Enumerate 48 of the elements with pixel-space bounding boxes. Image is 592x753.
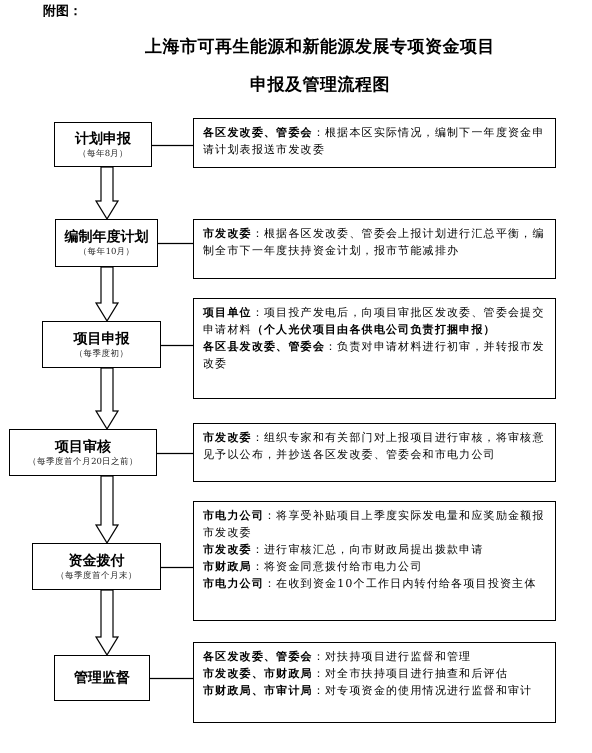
block-arrow: [94, 266, 120, 322]
description-text: 各区县发改委、管委会：负责对申请材料进行初审，并转报市发改委: [203, 339, 546, 372]
description-box: [193, 501, 556, 621]
description-text: 市发改委：进行审核汇总，向市财政局提出拨款申请: [203, 542, 485, 558]
connector-line: [157, 452, 193, 454]
step-title: 项目审核: [55, 438, 111, 456]
step-box: [32, 543, 161, 590]
step-time: （每年10月）: [78, 246, 134, 258]
description-text: 市财政局、市审计局：对专项资金的使用情况进行监督和审计: [203, 683, 534, 699]
description-text: 市电力公司：在收到资金10个工作日内转付给各项目投资主体: [203, 576, 538, 592]
step-time: （每年8月）: [78, 148, 128, 160]
description-box: [193, 642, 556, 723]
connector-line: [161, 566, 193, 568]
description-text: 市发改委：根据各区发改委、管委会上报计划进行汇总平衡，编制全市下一年度扶持资金计划，报市节能减排办: [203, 226, 546, 259]
step-box: [54, 122, 152, 167]
step-title: 计划申报: [75, 130, 131, 148]
step-title: 资金拨付: [68, 552, 124, 570]
description-text: 项目单位：项目投产发电后，向项目审批区发改委、管委会提交申请材料（个人光伏项目由各供电公司负责打捆申报）: [203, 305, 546, 338]
step-box: [55, 219, 158, 267]
step-box: [42, 321, 161, 368]
step-box: [9, 429, 157, 476]
description-box: [193, 298, 556, 399]
step-time: （每季度首个月末）: [56, 570, 137, 582]
description-box: [193, 219, 556, 279]
description-box: [193, 423, 556, 482]
step-title: 编制年度计划: [64, 228, 148, 246]
description-box: [193, 118, 556, 168]
caption-label: 附图：: [43, 3, 82, 20]
connector-line: [161, 344, 193, 346]
title: 上海市可再生能源和新能源发展专项资金项目申报及管理流程图: [144, 36, 496, 97]
block-arrow: [94, 475, 120, 544]
step-box: [54, 655, 150, 701]
block-arrow: [94, 589, 120, 656]
step-time: （每季度首个月20日之前）: [28, 456, 138, 468]
step-title: 管理监督: [74, 669, 130, 687]
connector-line: [152, 144, 193, 146]
step-title: 项目申报: [74, 330, 130, 348]
step-time: （每季度初）: [74, 348, 128, 360]
description-text: 各区发改委、管委会：根据本区实际情况，编制下一年度资金申请计划表报送市发改委: [203, 125, 546, 158]
connector-line: [150, 678, 193, 680]
block-arrow: [94, 367, 120, 430]
connector-line: [158, 242, 193, 244]
description-text: 各区发改委、管委会：对扶持项目进行监督和管理: [203, 649, 472, 665]
description-text: 市发改委、市财政局：对全市扶持项目进行抽查和后评估: [203, 666, 510, 682]
block-arrow: [94, 166, 120, 220]
description-text: 市发改委：组织专家和有关部门对上报项目进行审核，将审核意见予以公布，并抄送各区发改委、管委会和市电力公司: [203, 430, 546, 463]
description-text: 市财政局：将资金同意拨付给市电力公司: [203, 559, 424, 575]
description-text: 市电力公司：将享受补贴项目上季度实际发电量和应奖励金额报市发改委: [203, 508, 546, 541]
